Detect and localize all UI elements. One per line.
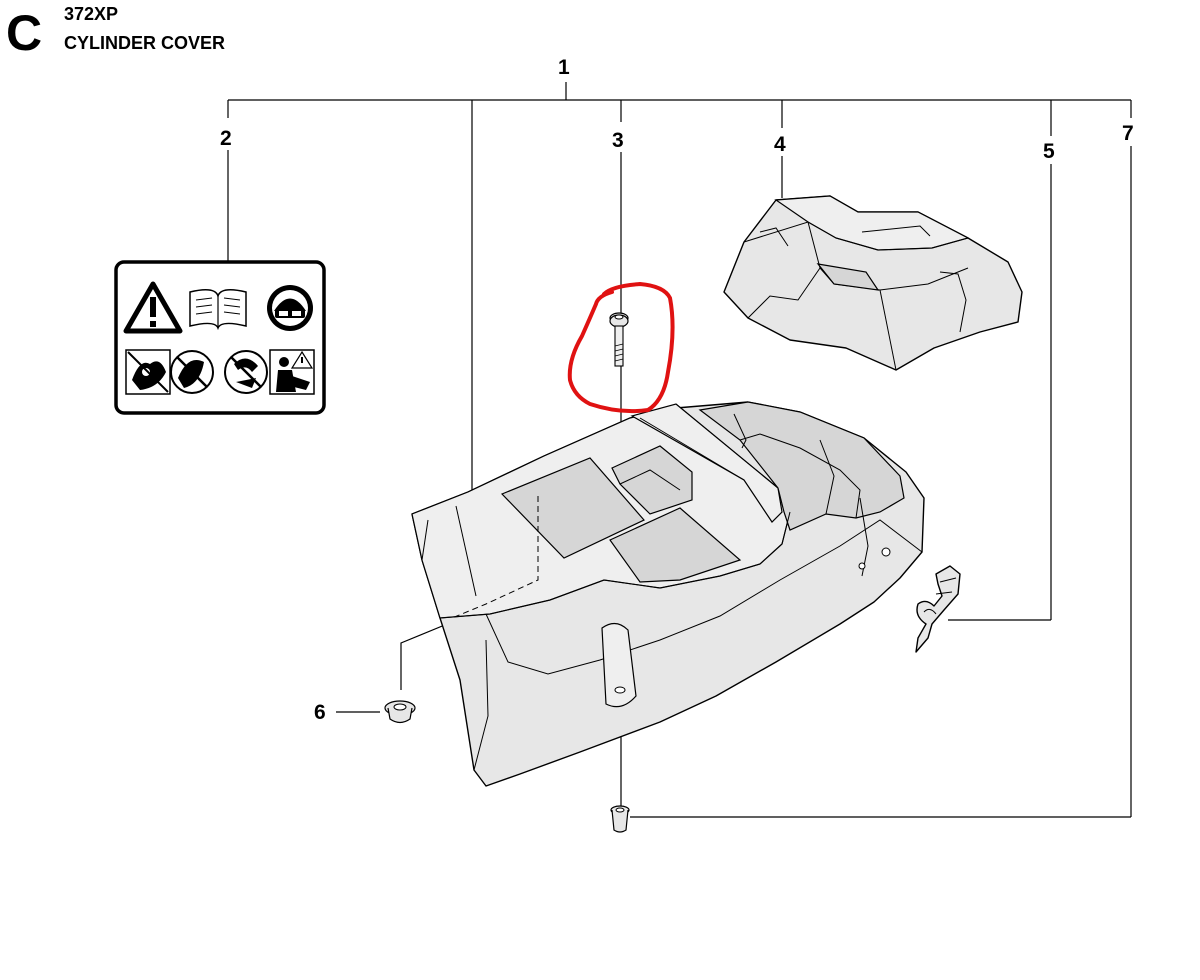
warning-triangle-icon [123, 281, 183, 334]
model-number: 372XP [64, 4, 118, 24]
clip-part [915, 565, 961, 653]
highlight-circle [567, 282, 675, 414]
callout-5: 5 [1043, 140, 1055, 163]
callout-2: 2 [220, 127, 232, 150]
grommet-part [384, 700, 416, 724]
callout-6: 6 [314, 701, 326, 724]
operator-icon [269, 349, 315, 395]
chain-brake-icon [224, 350, 268, 394]
section-title: CYLINDER COVER [64, 33, 225, 53]
cylinder-cover-part [411, 401, 925, 787]
hand-safety-icon [125, 349, 171, 395]
kickback-icon [170, 350, 214, 394]
leader-lines [227, 82, 1132, 818]
callout-7: 7 [1122, 122, 1134, 145]
page-letter: C [6, 5, 42, 61]
callout-3: 3 [612, 129, 624, 152]
cover-cap-part [723, 195, 1023, 371]
screw-part [609, 312, 629, 367]
warning-decal [114, 260, 326, 415]
callout-4: 4 [774, 133, 786, 156]
callout-1: 1 [558, 56, 570, 79]
protective-gear-icon [267, 285, 313, 331]
sleeve-nut-part [610, 805, 630, 833]
manual-book-icon [189, 289, 247, 331]
